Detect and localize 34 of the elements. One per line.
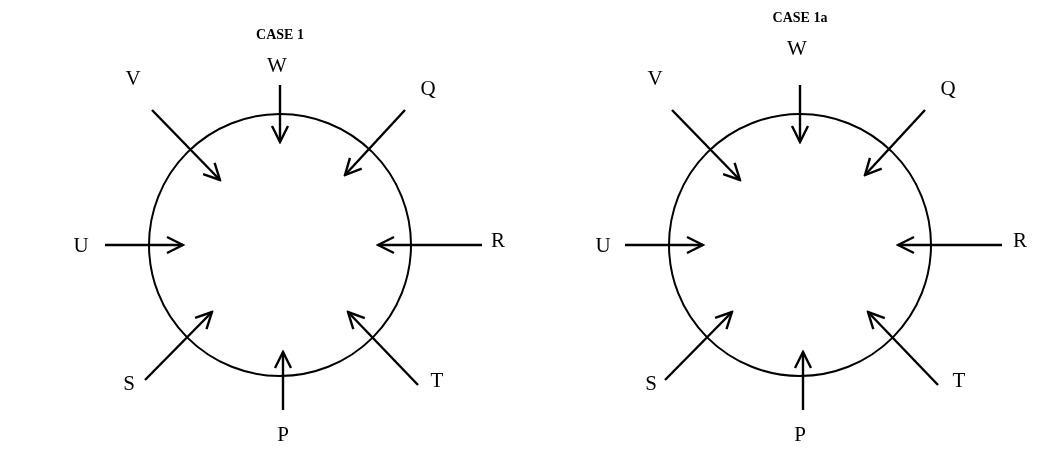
person-label: Q — [416, 76, 440, 100]
case-heading: CASE 1 — [256, 27, 304, 43]
arrow — [625, 235, 705, 255]
arrow — [270, 85, 290, 144]
person-label: P — [788, 422, 812, 446]
arrow — [273, 350, 293, 410]
person-label: S — [117, 371, 141, 395]
person-label: W — [265, 53, 289, 77]
arrow — [863, 109, 926, 177]
person-label: V — [643, 66, 667, 90]
arrow — [144, 310, 214, 381]
arrow — [896, 235, 1002, 255]
person-label: P — [271, 422, 295, 446]
person-label: U — [591, 233, 615, 257]
person-label: Q — [936, 76, 960, 100]
person-label: R — [486, 228, 510, 252]
person-label: S — [639, 371, 663, 395]
person-label: R — [1008, 228, 1032, 252]
arrow — [671, 109, 742, 182]
arrow — [664, 310, 734, 381]
arrow — [866, 310, 939, 386]
arrow — [790, 85, 810, 144]
arrow — [346, 310, 419, 386]
arrow — [793, 350, 813, 410]
person-label: U — [69, 233, 93, 257]
arrow — [343, 109, 406, 177]
person-label: W — [785, 36, 809, 60]
person-label: V — [121, 66, 145, 90]
person-label: T — [425, 368, 449, 392]
person-label: T — [947, 368, 971, 392]
case-heading: CASE 1a — [772, 10, 828, 26]
arrow — [105, 235, 185, 255]
arrow — [376, 235, 482, 255]
arrow — [151, 109, 222, 182]
